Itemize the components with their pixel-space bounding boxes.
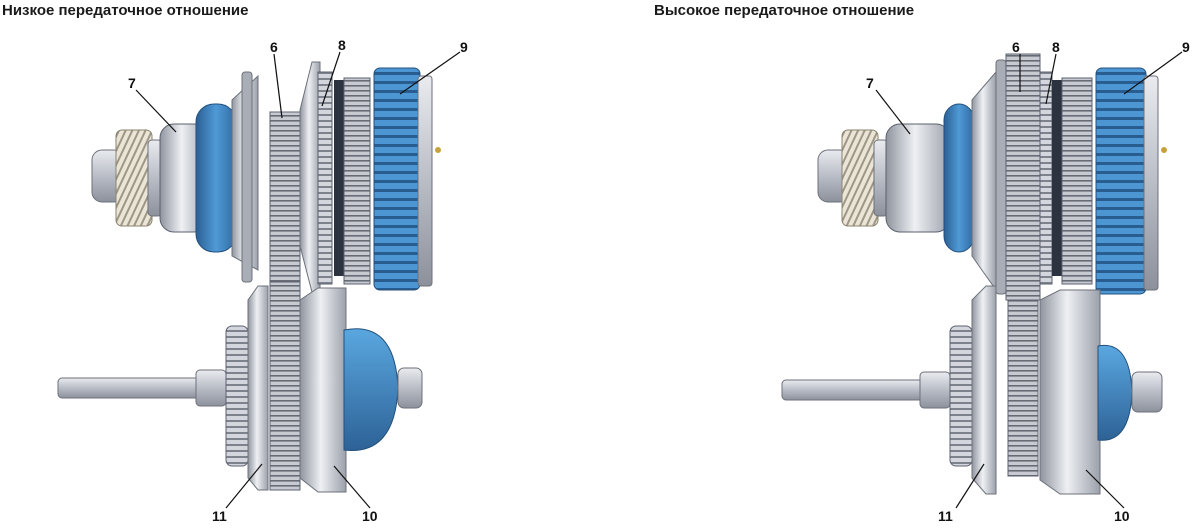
callout-8: 8 (1052, 39, 1060, 55)
clutch-dark-plate (1052, 80, 1064, 276)
shaft-collar (195, 369, 227, 407)
sheave-rim (241, 71, 253, 283)
planetary-ring-gear (373, 67, 421, 291)
callout-6: 6 (270, 39, 278, 55)
leader-11 (955, 463, 985, 509)
primary-pulley-assembly-high (817, 53, 1167, 301)
drive-belt-upper (1005, 53, 1041, 301)
primary-pulley-assembly (91, 61, 441, 293)
leader-11 (225, 463, 263, 509)
callouts: 6 7 8 9 10 11 (128, 37, 468, 524)
leader-8 (1045, 53, 1057, 105)
hydraulic-cylinder (195, 103, 237, 253)
low-ratio-title: Низкое передаточное отношение (2, 2, 249, 19)
pulley-hub (885, 123, 951, 233)
drive-belt-lower (1007, 299, 1039, 477)
leader-7 (135, 89, 177, 133)
sensor-disc (317, 71, 333, 285)
drive-belt-lower (269, 281, 301, 491)
reluctor-ring (949, 325, 973, 467)
high-ratio-title: Высокое передаточное отношение (654, 2, 915, 19)
leader-7 (875, 89, 911, 135)
callout-11: 11 (938, 508, 953, 524)
leader-9 (1123, 51, 1183, 95)
callout-9: 9 (460, 39, 468, 55)
hydraulic-cylinder (943, 103, 975, 253)
clutch-dark-plate (334, 80, 346, 276)
clutch-pack (343, 77, 371, 285)
sheave-rim (995, 59, 1007, 295)
carrier-plate (1143, 75, 1159, 291)
clutch-pack (1061, 77, 1093, 285)
secondary-shaft-end (1131, 371, 1163, 413)
bolt (435, 147, 441, 153)
leader-10 (1085, 469, 1125, 509)
low-ratio-illustration: 6 7 8 9 10 11 (57, 37, 468, 524)
callout-7: 7 (128, 75, 136, 91)
secondary-movable-sheave (299, 287, 347, 493)
secondary-shaft-end (397, 367, 423, 409)
bolt (1161, 147, 1167, 153)
drive-belt-upper (269, 111, 301, 283)
callout-6: 6 (1012, 39, 1020, 55)
helical-gear (115, 129, 153, 227)
secondary-cylinder (1097, 344, 1133, 441)
callouts-high: 6 7 8 9 10 11 (866, 39, 1190, 524)
callout-10: 10 (1114, 508, 1130, 524)
callout-9: 9 (1182, 39, 1190, 55)
planetary-ring-gear (1095, 67, 1147, 295)
callout-8: 8 (338, 37, 346, 53)
leader-8 (321, 51, 341, 107)
callout-11: 11 (212, 508, 227, 524)
secondary-pulley-assembly-high (781, 285, 1163, 495)
fixed-sheave (299, 61, 321, 293)
movable-sheave (971, 70, 997, 292)
secondary-fixed-sheave (971, 285, 997, 495)
leader-6 (273, 53, 283, 119)
secondary-cylinder (343, 328, 399, 451)
secondary-pulley-assembly (57, 281, 423, 493)
helical-gear (841, 129, 879, 227)
callout-7: 7 (866, 75, 874, 91)
callout-10: 10 (362, 508, 378, 524)
leader-10 (333, 465, 371, 509)
reluctor-ring (225, 325, 249, 467)
secondary-movable-sheave (1039, 289, 1101, 495)
carrier-plate (417, 75, 433, 287)
output-shaft (781, 379, 933, 401)
low-ratio-panel: Низкое передаточное отношение (2, 2, 468, 524)
high-ratio-panel: Высокое передаточное отношение (600, 0, 1200, 529)
output-shaft (57, 377, 209, 399)
shaft-collar (919, 371, 951, 409)
leader-9 (399, 51, 461, 95)
high-ratio-illustration: 6 7 8 9 10 11 (781, 39, 1190, 524)
secondary-fixed-sheave (247, 285, 269, 491)
